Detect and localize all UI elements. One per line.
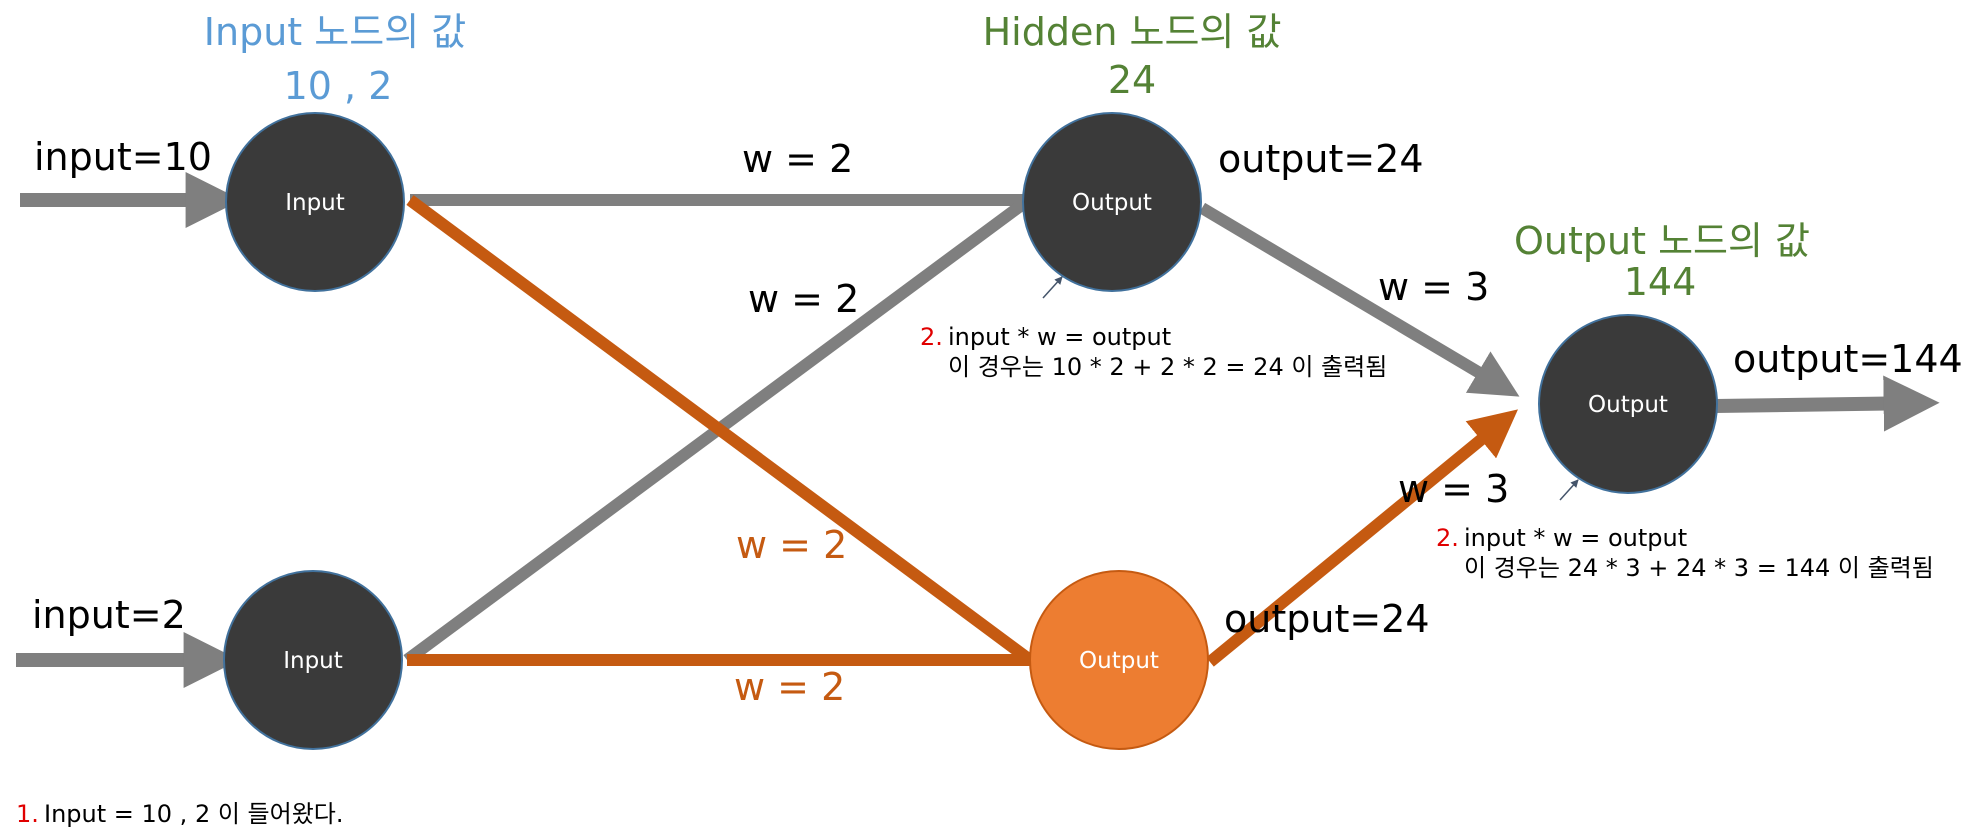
output-note-line1: input * w = output xyxy=(1464,524,1687,552)
weight-hidden-bottom-to-output: w = 3 xyxy=(1398,467,1509,511)
input-node-top: Input xyxy=(225,112,405,292)
hidden-header-value: 24 xyxy=(1108,58,1156,102)
hidden-top-output-label: output=24 xyxy=(1218,137,1424,181)
input-node-bottom-label: Input xyxy=(283,648,343,674)
output-note-pointer xyxy=(1559,479,1579,501)
input-bottom-label: input=2 xyxy=(32,593,186,637)
weight-cross-orange: w = 2 xyxy=(736,523,847,567)
input-header-title: Input 노드의 값 xyxy=(204,10,466,54)
step1-note-number: 1. xyxy=(16,800,39,828)
output-node: Output xyxy=(1538,314,1718,494)
output-node-label: Output xyxy=(1588,392,1668,418)
final-output-arrow xyxy=(1714,375,1940,432)
edge-hidden-bottom-to-output xyxy=(1206,409,1518,667)
weight-bottom-straight: w = 2 xyxy=(734,665,845,709)
input-node-top-label: Input xyxy=(285,190,345,216)
hidden-note-line1: input * w = output xyxy=(948,323,1171,351)
hidden-note-line2: 이 경우는 10 * 2 + 2 * 2 = 24 이 출력됨 xyxy=(948,353,1387,381)
weight-hidden-top-to-output: w = 3 xyxy=(1378,265,1489,309)
hidden-node-top: Output xyxy=(1022,112,1202,292)
hidden-note-number: 2. xyxy=(920,323,943,351)
weight-cross-gray: w = 2 xyxy=(748,277,859,321)
output-header-value: 144 xyxy=(1624,260,1697,304)
output-header-title: Output 노드의 값 xyxy=(1514,219,1810,263)
edge-hidden-top-to-output xyxy=(1198,202,1520,397)
weight-top-straight: w = 2 xyxy=(742,137,853,181)
output-note-number: 2. xyxy=(1436,524,1459,552)
output-note-line2: 이 경우는 24 * 3 + 24 * 3 = 144 이 출력됨 xyxy=(1464,554,1934,582)
input-node-bottom: Input xyxy=(223,570,403,750)
hidden-bottom-output-label: output=24 xyxy=(1224,597,1430,641)
input-header-value: 10 , 2 xyxy=(284,64,393,108)
hidden-node-bottom: Output xyxy=(1029,570,1209,750)
hidden-node-top-label: Output xyxy=(1072,190,1152,216)
hidden-note-pointer xyxy=(1042,276,1063,299)
edge-input-top-to-hidden-bottom xyxy=(406,195,1034,665)
hidden-node-bottom-label: Output xyxy=(1079,648,1159,674)
input-top-label: input=10 xyxy=(34,135,212,179)
step1-note-text: Input = 10 , 2 이 들어왔다. xyxy=(44,800,344,828)
hidden-header-title: Hidden 노드의 값 xyxy=(983,10,1282,54)
final-output-label: output=144 xyxy=(1733,337,1963,381)
